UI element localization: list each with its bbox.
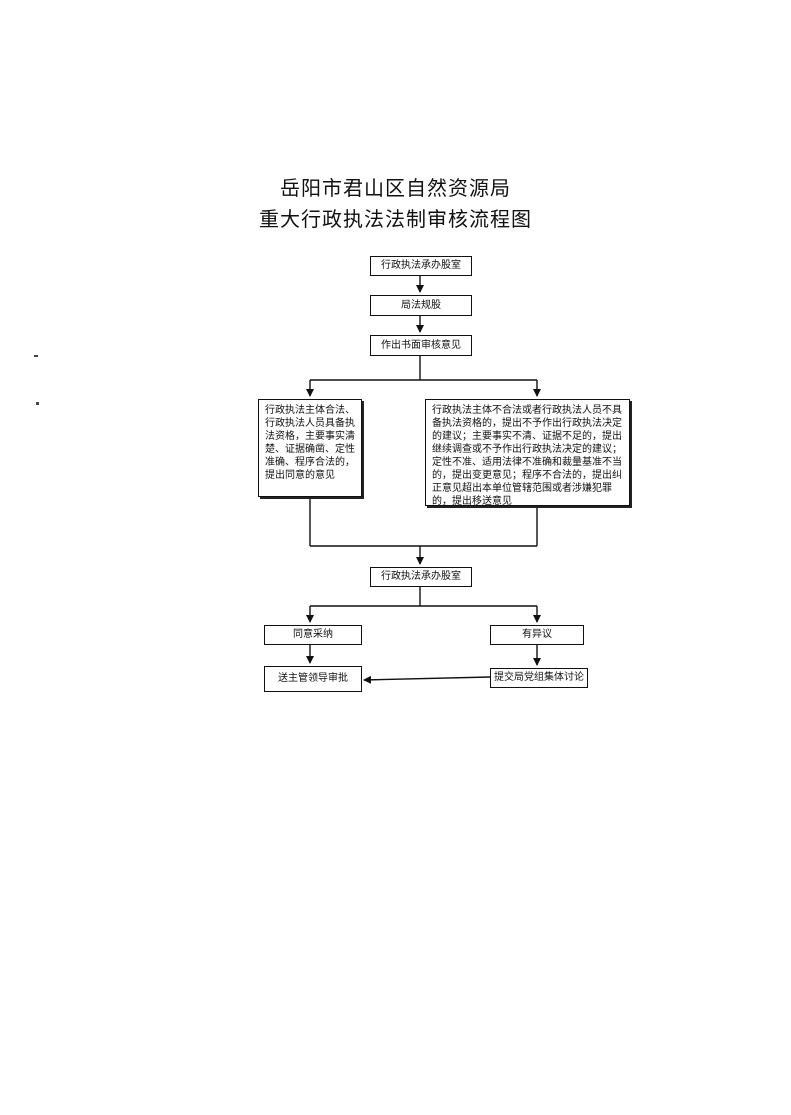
node-objection: 有异议 <box>490 625 584 645</box>
scan-mark <box>34 355 38 357</box>
node-leader-approval: 送主管领导审批 <box>264 666 362 692</box>
node-written-review-opinion: 作出书面审核意见 <box>370 335 472 356</box>
node-handling-office: 行政执法承办股室 <box>370 256 472 276</box>
title-line-2: 重大行政执法法制审核流程图 <box>259 207 532 231</box>
node-written-review-opinion-label: 作出书面审核意见 <box>381 339 461 351</box>
node-legal-regulation-section: 局法规股 <box>370 295 472 316</box>
title-line-1: 岳阳市君山区自然资源局 <box>280 176 511 200</box>
node-legal-regulation-section-label: 局法规股 <box>401 299 441 311</box>
arrow-discuss-approve <box>363 675 491 684</box>
node-handling-office-return-label: 行政执法承办股室 <box>381 571 461 582</box>
node-handling-office-label: 行政执法承办股室 <box>381 260 461 271</box>
scan-mark <box>36 402 39 405</box>
node-objection-label: 有异议 <box>522 629 552 640</box>
node-agree-label: 同意采纳 <box>293 629 333 640</box>
node-handling-office-return: 行政执法承办股室 <box>370 567 472 587</box>
node-agree: 同意采纳 <box>264 625 362 645</box>
node-compliant-branch: 行政执法主体合法、行政执法人员具备执法资格，主要事实清楚、证据确凿、定性准确、程… <box>258 399 362 497</box>
node-compliant-branch-text: 行政执法主体合法、行政执法人员具备执法资格，主要事实清楚、证据确凿、定性准确、程… <box>265 405 355 481</box>
node-party-group-discussion: 提交局党组集体讨论 <box>490 668 588 688</box>
node-party-group-discussion-label: 提交局党组集体讨论 <box>494 672 584 683</box>
node-noncompliant-branch-text: 行政执法主体不合法或者行政执法人员不具备执法资格的，提出不予作出行政执法决定的建… <box>432 405 622 507</box>
node-noncompliant-branch: 行政执法主体不合法或者行政执法人员不具备执法资格的，提出不予作出行政执法决定的建… <box>425 399 630 507</box>
node-leader-approval-label: 送主管领导审批 <box>278 673 348 684</box>
